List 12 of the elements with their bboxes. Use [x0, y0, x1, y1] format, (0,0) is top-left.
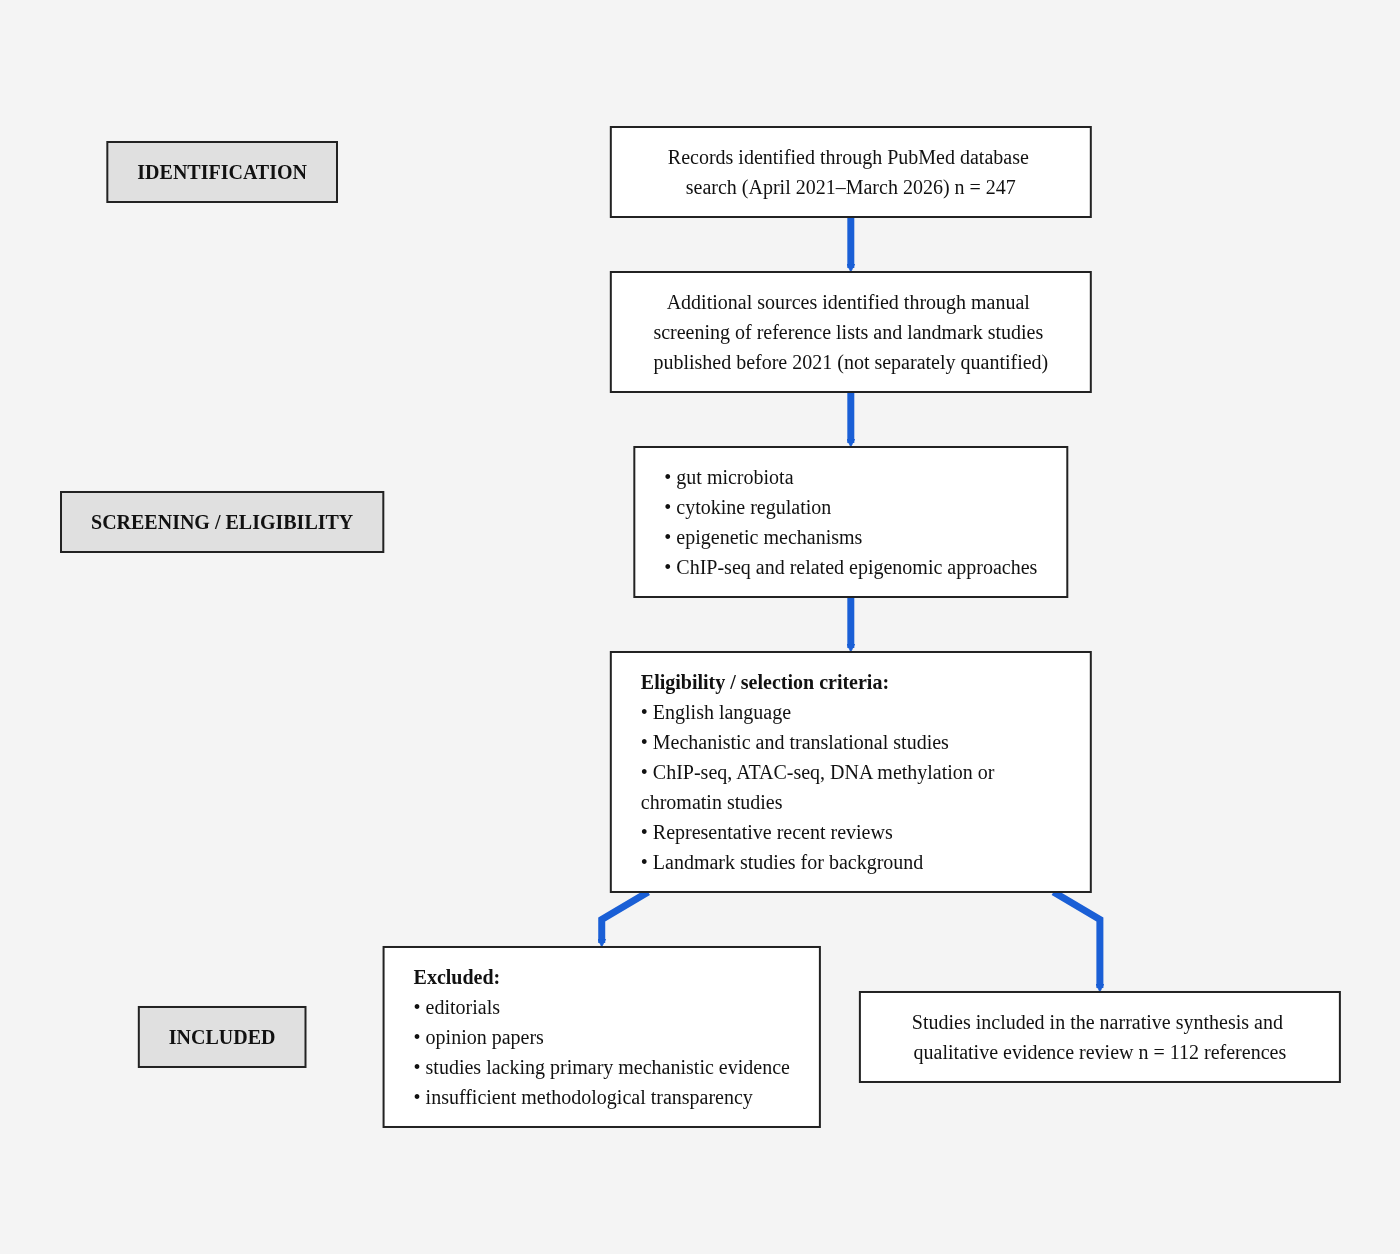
node-box: Studies included in the narrative synthesis and qualitative evidence review n = 112 references: [858, 991, 1341, 1083]
node-box: INCLUDED: [137, 1006, 307, 1068]
node-box: IDENTIFICATION: [105, 141, 338, 203]
node-box: Records identified through PubMed database search (April 2021–March 2026) n = 247: [609, 126, 1092, 218]
node-box: Eligibility / selection criteria: • English language • Mechanistic and translational studies • ChIP-seq, ATAC-seq, DNA methylation or chromatin studies • Representative recent reviews • Landmark studies for background: [609, 651, 1092, 893]
arrow: [845, 597, 855, 653]
arrow: [845, 392, 855, 448]
arrow: [845, 217, 855, 273]
node-box: Excluded: • editorials • opinion papers • studies lacking primary mechanistic evidence • insufficient methodological transparency: [382, 946, 821, 1128]
node-box: • gut microbiota • cytokine regulation • epigenetic mechanisms • ChIP-seq and related epigenomic approaches: [632, 446, 1068, 598]
node-box: SCREENING / ELIGIBILITY: [59, 491, 384, 553]
node-box: Additional sources identified through manual screening of reference lists and landmark studies published before 2021 (not separately quantified): [609, 271, 1092, 393]
